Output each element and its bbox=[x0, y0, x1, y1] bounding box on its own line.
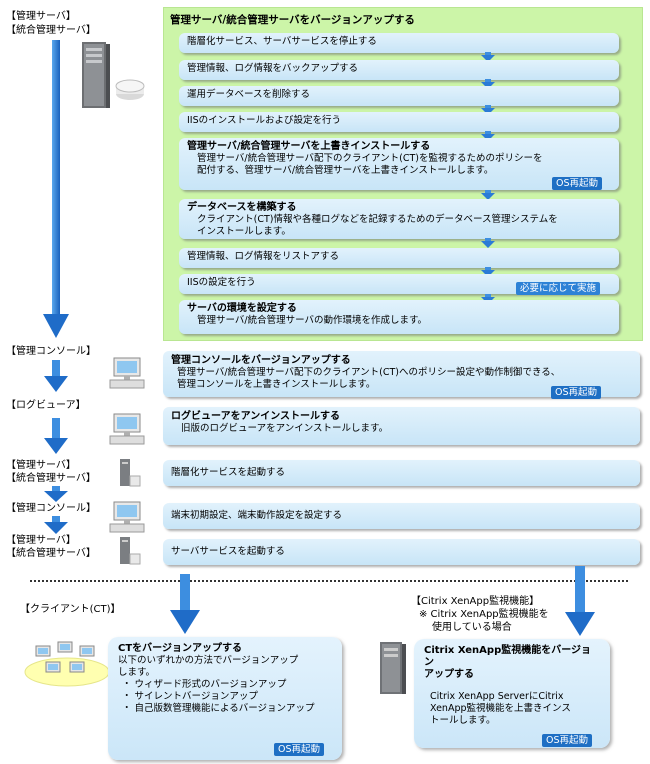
flow-desc: 管理サーバ/統合管理サーバ配下のクライアント(CT)へのポリシー設定や動作制御で… bbox=[177, 367, 561, 378]
label-citrix: 【Citrix XenApp監視機能】 bbox=[411, 596, 540, 607]
os-reboot-badge: OS再起動 bbox=[542, 734, 593, 747]
flow-desc: 旧版のログビューアをアンインストールします。 bbox=[181, 423, 389, 434]
client-upgrade-box: CTをバージョンアップする 以下のいずれかの方法でバージョンアップ します。 ・… bbox=[108, 637, 342, 760]
flow-desc: 管理コンソールを上書きインストールします。 bbox=[177, 379, 376, 390]
flow-terminal-settings: 端末初期設定、端末動作設定を設定する bbox=[163, 503, 640, 529]
down-arrow-icon bbox=[170, 574, 200, 637]
label-server2-1: 【管理サーバ】 bbox=[6, 460, 76, 471]
down-arrow-icon bbox=[565, 566, 595, 639]
label-citrix-note-2: 使用している場合 bbox=[432, 622, 512, 633]
label-server-top-1: 【管理サーバ】 bbox=[6, 11, 76, 22]
step-label: 階層化サービス、サーバサービスを停止する bbox=[187, 36, 377, 47]
label-console-2: 【管理コンソール】 bbox=[6, 503, 96, 514]
label-server2-2: 【統合管理サーバ】 bbox=[6, 473, 96, 484]
step-delete-db: 運用データベースを削除する bbox=[179, 86, 619, 106]
client-box-line: ・ 自己版数管理機能によるバージョンアップ bbox=[122, 703, 315, 714]
citrix-upgrade-box: Citrix XenApp監視機能をバージョン アップする Citrix Xen… bbox=[414, 639, 610, 748]
small-down-arrow-icon bbox=[481, 131, 495, 144]
label-server3-1: 【管理サーバ】 bbox=[6, 535, 76, 546]
pc-icon bbox=[108, 412, 148, 451]
down-arrow-icon bbox=[44, 516, 68, 537]
small-down-arrow-icon bbox=[481, 79, 495, 92]
step-server-env: サーバの環境を設定する 管理サーバ/統合管理サーバの動作環境を作成します。 bbox=[179, 300, 619, 334]
label-citrix-note-1: ※ Citrix XenApp監視機能を bbox=[419, 609, 549, 620]
client-pcs-icon bbox=[24, 638, 110, 693]
small-server-icon bbox=[116, 458, 142, 491]
step-label: IISのインストールおよび設定を行う bbox=[187, 115, 341, 126]
citrix-box-title: アップする bbox=[424, 669, 474, 680]
os-reboot-badge: OS再起動 bbox=[274, 743, 325, 756]
label-client: 【クライアント(CT)】 bbox=[20, 604, 121, 615]
server-tower-icon bbox=[78, 40, 150, 115]
label-server-top-2: 【統合管理サーバ】 bbox=[6, 25, 96, 36]
step-label: 運用データベースを削除する bbox=[187, 89, 311, 100]
flow-console-upgrade: 管理コンソールをバージョンアップする 管理サーバ/統合管理サーバ配下のクライアン… bbox=[163, 351, 640, 397]
small-down-arrow-icon bbox=[481, 52, 495, 65]
flow-start-server-service: サーバサービスを起動する bbox=[163, 539, 640, 565]
small-down-arrow-icon bbox=[481, 267, 495, 280]
step-title: サーバの環境を設定する bbox=[187, 303, 297, 314]
down-arrow-icon bbox=[44, 360, 68, 395]
step-build-db: データベースを構築する クライアント(CT)情報や各種ログなどを記録するためのデ… bbox=[179, 199, 619, 239]
step-backup: 管理情報、ログ情報をバックアップする bbox=[179, 60, 619, 80]
flow-logviewer-uninstall: ログビューアをアンインストールする 旧版のログビューアをアンインストールします。 bbox=[163, 407, 640, 445]
step-overwrite-install: 管理サーバ/統合管理サーバを上書きインストールする 管理サーバ/統合管理サーバ配… bbox=[179, 138, 619, 190]
label-server3-2: 【統合管理サーバ】 bbox=[6, 548, 96, 559]
client-box-line: ・ ウィザード形式のバージョンアップ bbox=[122, 679, 287, 690]
if-needed-badge: 必要に応じて実施 bbox=[516, 282, 601, 295]
step-stop-services: 階層化サービス、サーバサービスを停止する bbox=[179, 33, 619, 53]
step-desc: 管理サーバ/統合管理サーバの動作環境を作成します。 bbox=[197, 315, 428, 326]
client-box-title: CTをバージョンアップする bbox=[118, 643, 242, 654]
step-title: データベースを構築する bbox=[187, 202, 297, 213]
citrix-box-line: トールします。 bbox=[430, 715, 496, 726]
flow-title: 管理コンソールをバージョンアップする bbox=[171, 355, 351, 366]
flow-title: ログビューアをアンインストールする bbox=[171, 411, 340, 422]
os-reboot-badge: OS再起動 bbox=[551, 386, 602, 399]
down-arrow-icon bbox=[44, 486, 68, 505]
client-box-line: 以下のいずれかの方法でバージョンアップ bbox=[118, 655, 299, 666]
step-desc: 配付する、管理サーバ/統合管理サーバを上書きインストールします。 bbox=[197, 165, 494, 176]
os-reboot-badge: OS再起動 bbox=[552, 177, 603, 190]
flow-label: 端末初期設定、端末動作設定を設定する bbox=[171, 510, 343, 521]
label-console-1: 【管理コンソール】 bbox=[6, 346, 96, 357]
step-label: 管理情報、ログ情報をバックアップする bbox=[187, 63, 359, 74]
step-iis-config: IISの設定を行う bbox=[179, 274, 619, 294]
citrix-box-line: XenApp監視機能を上書きインス bbox=[430, 703, 571, 714]
divider-line bbox=[30, 580, 628, 582]
small-down-arrow-icon bbox=[481, 105, 495, 118]
step-desc: インストールします。 bbox=[197, 226, 291, 237]
down-arrow-icon bbox=[44, 418, 68, 457]
pc-icon bbox=[108, 500, 148, 539]
step-iis-install: IISのインストールおよび設定を行う bbox=[179, 112, 619, 132]
step-restore: 管理情報、ログ情報をリストアする bbox=[179, 248, 619, 268]
step-label: IISの設定を行う bbox=[187, 277, 256, 288]
pc-icon bbox=[108, 356, 148, 395]
step-desc: 管理サーバ/統合管理サーバ配下のクライアント(CT)を監視するためのポリシーを bbox=[197, 153, 543, 164]
citrix-box-line: Citrix XenApp ServerにCitrix bbox=[430, 691, 564, 702]
citrix-box-title: Citrix XenApp監視機能をバージョン bbox=[424, 645, 592, 668]
flow-label: サーバサービスを起動する bbox=[171, 546, 285, 557]
client-box-line: ・ サイレントバージョンアップ bbox=[122, 691, 258, 702]
step-title: 管理サーバ/統合管理サーバを上書きインストールする bbox=[187, 141, 431, 152]
citrix-server-icon bbox=[376, 640, 416, 699]
client-box-line: します。 bbox=[118, 667, 156, 678]
flow-start-hierarchy: 階層化サービスを起動する bbox=[163, 460, 640, 486]
server-panel-title: 管理サーバ/統合管理サーバをバージョンアップする bbox=[170, 14, 415, 26]
step-label: 管理情報、ログ情報をリストアする bbox=[187, 251, 340, 262]
flow-label: 階層化サービスを起動する bbox=[171, 467, 286, 478]
small-server-icon bbox=[116, 536, 142, 569]
step-desc: クライアント(CT)情報や各種ログなどを記録するためのデータベース管理システムを bbox=[197, 214, 558, 225]
small-down-arrow-icon bbox=[481, 190, 495, 203]
small-down-arrow-icon bbox=[481, 238, 495, 251]
label-logviewer: 【ログビューア】 bbox=[6, 400, 86, 411]
long-down-arrow-icon bbox=[41, 40, 71, 343]
